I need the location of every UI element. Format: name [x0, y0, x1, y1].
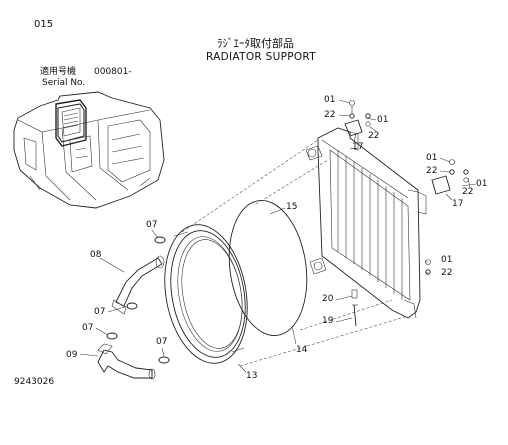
machine-overview-sketch [13, 91, 165, 209]
callout-01: 01 [426, 153, 438, 163]
callout-09: 09 [66, 350, 78, 360]
callout-07: 07 [94, 307, 106, 317]
callout-01: 01 [324, 95, 336, 105]
callout-22: 22 [368, 131, 380, 141]
lower-hose [97, 343, 156, 380]
callout-22: 22 [324, 110, 336, 120]
callout-01: 01 [377, 115, 389, 125]
callout-17: 17 [452, 199, 464, 209]
leader-lines [79, 99, 477, 373]
callout-07: 07 [82, 323, 94, 333]
title-english: RADIATOR SUPPORT [206, 51, 316, 63]
seal-ring [228, 200, 308, 336]
callout-07: 07 [146, 220, 158, 230]
serial-label-english: Serial No. [42, 78, 86, 88]
serial-number-value: 000801- [94, 67, 132, 77]
callout-22: 22 [441, 268, 453, 278]
hose-clamps [106, 236, 170, 364]
fan-shroud [164, 224, 248, 364]
callout-01: 01 [441, 255, 453, 265]
callout-22: 22 [426, 166, 438, 176]
callout-22: 22 [462, 187, 474, 197]
page-number: 015 [34, 19, 54, 30]
serial-label-japanese: 適用号機 [40, 67, 77, 77]
title-japanese: ﾗｼﾞｴｰﾀ取付部品 [217, 37, 294, 50]
callout-08: 08 [90, 250, 102, 260]
callout-07: 07 [156, 337, 168, 347]
callout-15: 15 [286, 202, 298, 212]
callout-19: 19 [322, 316, 334, 326]
projection-lines [181, 139, 409, 367]
callout-17: 17 [352, 142, 364, 152]
drawing-number: 9243026 [14, 377, 55, 387]
callout-20: 20 [322, 294, 334, 304]
radiator-core [305, 119, 451, 319]
callout-13: 13 [246, 371, 258, 381]
callout-14: 14 [296, 345, 308, 355]
upper-hose [111, 255, 165, 315]
callout-01: 01 [476, 179, 488, 189]
